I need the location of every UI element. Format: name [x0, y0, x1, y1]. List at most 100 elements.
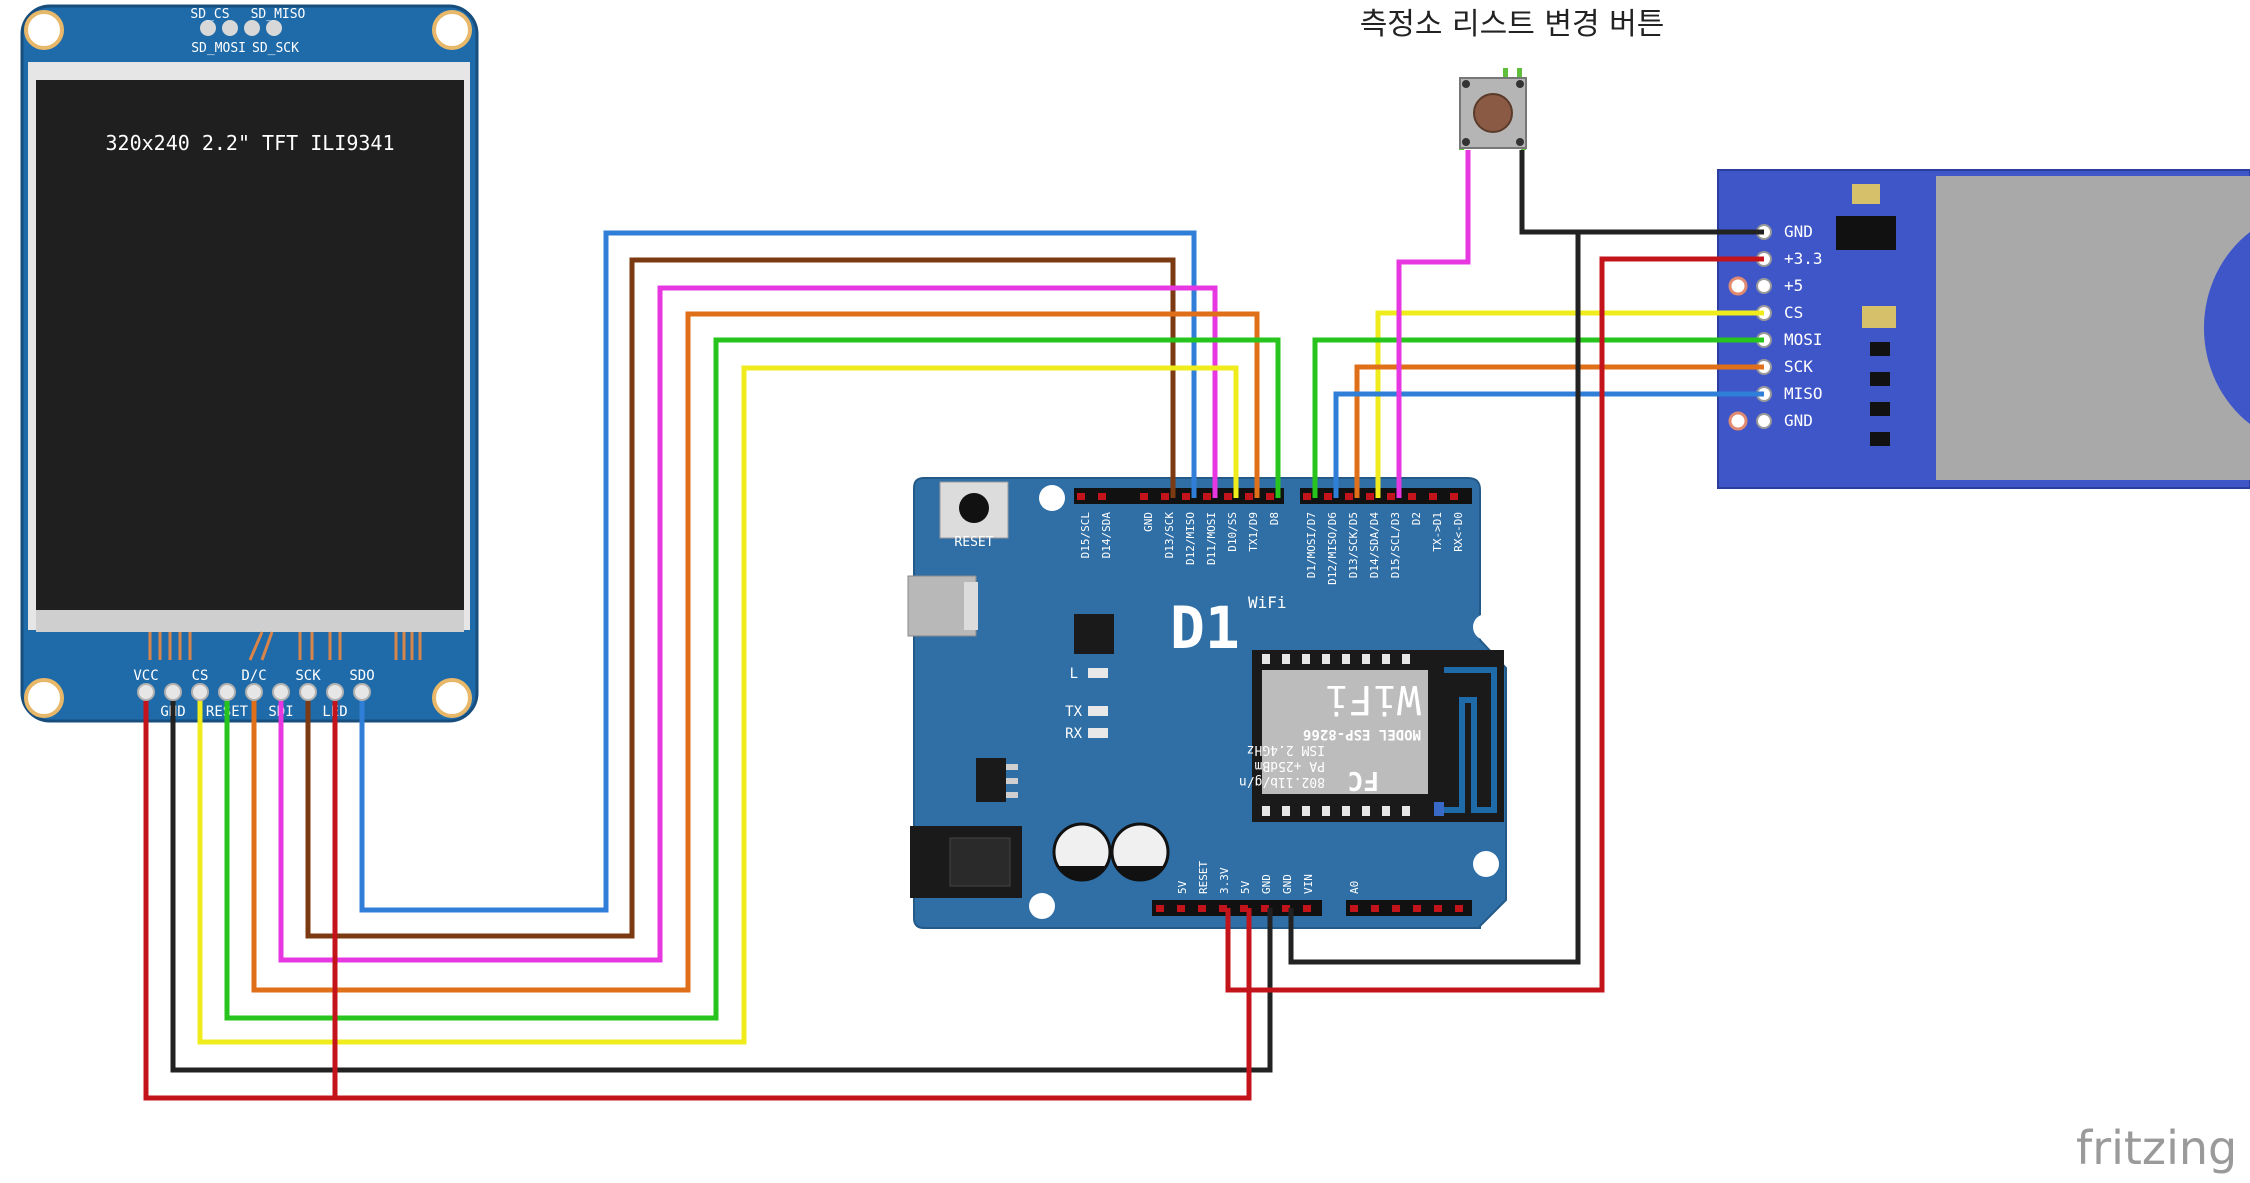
led-tx-label: TX — [1065, 704, 1082, 720]
board-mount-hole — [1029, 893, 1055, 919]
sd-pin-label: +3.3 — [1784, 249, 1823, 268]
tft-mount-hole — [432, 10, 472, 50]
svg-text:3.3V: 3.3V — [1218, 867, 1231, 894]
svg-text:TX->D1: TX->D1 — [1431, 512, 1444, 552]
tft-sd-pad — [266, 20, 282, 36]
svg-text:WiFi: WiFi — [1325, 676, 1421, 722]
sd-pin-label: SCK — [1784, 357, 1813, 376]
svg-text:A0: A0 — [1348, 881, 1361, 894]
board-logo: D1 — [1170, 594, 1240, 662]
wire-black-sd-gnd — [1288, 229, 1764, 965]
sd-component — [1870, 402, 1890, 416]
wire-orange-sd-sck — [1354, 364, 1764, 498]
header-pins — [1077, 493, 1463, 912]
tft-screen-text: 320x240 2.2" TFT ILI9341 — [106, 131, 395, 155]
svg-text:D15/SCL: D15/SCL — [1079, 512, 1092, 559]
svg-text:D2: D2 — [1410, 512, 1423, 525]
wire-green-reset — [224, 337, 1281, 1021]
tft-pin-label-cs: CS — [192, 668, 209, 684]
led-tx — [1088, 706, 1108, 716]
wire-orange-dc — [251, 311, 1260, 993]
sd-component — [1852, 184, 1880, 204]
board-mount-hole — [1473, 851, 1499, 877]
svg-text:D1/MOSI/D7: D1/MOSI/D7 — [1305, 512, 1318, 578]
svg-text:FC: FC — [1348, 765, 1379, 795]
svg-text:802.11b/g/n: 802.11b/g/n — [1239, 774, 1325, 789]
svg-text:RESET: RESET — [1197, 861, 1210, 894]
push-button-cap — [1473, 93, 1513, 133]
svg-text:GND: GND — [1281, 874, 1294, 894]
svg-text:D13/SCK: D13/SCK — [1163, 512, 1176, 559]
board-mount-hole — [1473, 614, 1499, 640]
svg-text:MODEL ESP-8266: MODEL ESP-8266 — [1303, 726, 1421, 742]
diagram-title: 측정소 리스트 변경 버튼 — [1360, 7, 1665, 42]
svg-text:PA +25dBm: PA +25dBm — [1254, 758, 1325, 773]
svg-text:D12/MISO/D6: D12/MISO/D6 — [1326, 512, 1339, 585]
esp8266-antenna — [1444, 667, 1497, 813]
wires — [143, 150, 1764, 1101]
svg-text:5V: 5V — [1176, 880, 1189, 894]
led-rx — [1088, 728, 1108, 738]
wire-black-button-gnd — [1519, 150, 1578, 235]
tft-pin-label-sdo: SDO — [349, 668, 374, 684]
wire-green-sd-mosi — [1312, 337, 1764, 498]
usb-serial-chip — [1074, 614, 1114, 654]
fritzing-watermark: fritzing — [2076, 1121, 2237, 1175]
svg-text:D11/MOSI: D11/MOSI — [1205, 512, 1218, 565]
svg-text:ISM 2.4GHz: ISM 2.4GHz — [1247, 742, 1325, 757]
sd-component — [1870, 372, 1890, 386]
wire-magenta-button-d3 — [1396, 150, 1471, 498]
esp8266-shield — [1262, 670, 1428, 794]
tft-pin-label-sck: SCK — [295, 668, 321, 684]
esp8266-shield-text: FC 802.11b/g/n PA +25dBm ISM 2.4GHz MODE… — [1239, 676, 1421, 795]
board-top-pin-labels: D15/SCL D14/SDA GND D13/SCK D12/MISO D11… — [1079, 512, 1465, 585]
voltage-regulator — [976, 758, 1006, 802]
tft-sd-label: SD_SCK — [252, 41, 299, 56]
tft-mount-hole — [24, 10, 64, 50]
reset-button — [959, 493, 989, 523]
svg-text:5V: 5V — [1239, 880, 1252, 894]
tft-screen — [36, 80, 464, 610]
wire-blue-sd-miso — [1333, 391, 1764, 498]
board-bottom-pin-labels: 5V RESET 3.3V 5V GND GND VIN A0 — [1176, 861, 1361, 894]
wire-yellow-sd-cs — [1375, 310, 1764, 498]
tft-glass-edge — [36, 610, 464, 632]
wire-blue-sdo-miso — [359, 230, 1197, 913]
svg-text:RX<-D0: RX<-D0 — [1452, 512, 1465, 552]
sd-card-module: GND +3.3 +5 CS MOSI SCK MISO GND — [1717, 169, 2250, 489]
tft-display-module: SD_CS SD_MISO SD_MOSI SD_SCK 320x240 2.2… — [20, 4, 479, 723]
reset-label: RESET — [954, 535, 993, 550]
sd-pin-label: MISO — [1784, 384, 1823, 403]
tft-pin-label-vcc: VCC — [133, 668, 158, 684]
tft-sd-pad — [222, 20, 238, 36]
wire-red-sd-3v3 — [1225, 256, 1764, 993]
tft-pin-label-dc: D/C — [241, 668, 266, 684]
led-l-label: L — [1070, 666, 1078, 682]
svg-text:GND: GND — [1142, 512, 1155, 532]
svg-text:D15/SCL/D3: D15/SCL/D3 — [1389, 512, 1402, 578]
sd-slot-cutout — [2203, 232, 2250, 424]
push-button — [1459, 68, 1527, 150]
sd-pin-label: CS — [1784, 303, 1803, 322]
sd-slot — [1936, 176, 2250, 480]
wemos-d1-board: RESET L TX RX D1 WiFi FC 802 — [907, 477, 1507, 929]
sd-chip — [1836, 216, 1896, 250]
tft-sd-pad — [200, 20, 216, 36]
tft-sd-label: SD_MISO — [251, 7, 306, 22]
svg-text:TX1/D9: TX1/D9 — [1247, 512, 1260, 552]
wire-magenta-sdi-mosi — [278, 285, 1218, 963]
sd-pin-label: GND — [1784, 411, 1813, 430]
sd-pin-label: GND — [1784, 222, 1813, 241]
tft-sd-label: SD_MOSI — [191, 41, 246, 56]
usb-port-lip — [964, 582, 978, 630]
svg-text:D13/SCK/D5: D13/SCK/D5 — [1347, 512, 1360, 578]
tft-mount-hole — [24, 678, 64, 718]
board-wifi-label: WiFi — [1248, 593, 1287, 612]
header-bottom-analog — [1346, 900, 1472, 916]
tft-pin-pads — [137, 683, 371, 701]
svg-text:D8: D8 — [1268, 512, 1281, 525]
svg-text:D10/SS: D10/SS — [1226, 512, 1239, 552]
svg-text:D12/MISO: D12/MISO — [1184, 512, 1197, 565]
